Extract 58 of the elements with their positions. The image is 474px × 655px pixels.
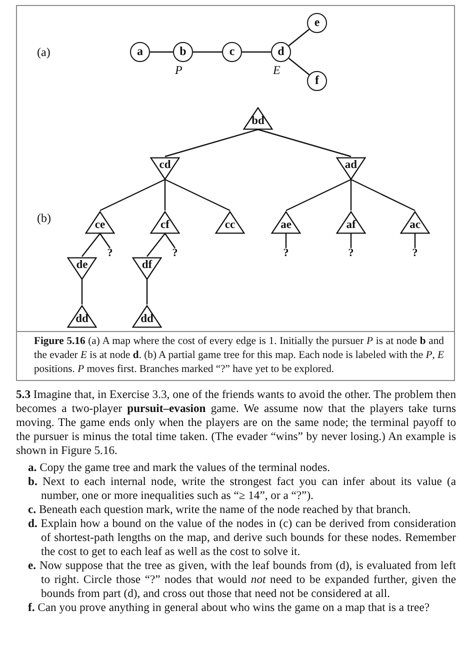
map-node: f (307, 71, 327, 91)
panel-label: (b) (37, 211, 51, 226)
max-node: af (336, 210, 366, 234)
tree-branch (164, 178, 230, 212)
position-label: P (175, 64, 182, 77)
unexplored-branch-mark: ? (347, 248, 355, 259)
max-node: bd (243, 106, 273, 130)
exercise-question: a. Copy the game tree and mark the values of the terminal nodes. (28, 461, 331, 475)
tree-branch (414, 234, 416, 248)
unexplored-branch-mark: ? (106, 248, 114, 259)
unexplored-branch-mark: ? (282, 248, 290, 259)
map-node: c (222, 42, 242, 62)
map-edge (288, 58, 310, 76)
map-node: d (271, 42, 291, 62)
max-node: cf (150, 210, 180, 234)
max-node: ce (85, 210, 115, 234)
map-node: e (307, 13, 327, 33)
exercise-question: e. Now suppose that the tree as given, with the leaf bounds from (d), is evaluated from left to right. Circle those “?” nodes that would not need to be expanded further, given the bounds from part (d), and cross out those that need not be considered at all. (28, 559, 456, 601)
exercise-paragraph: 5.3 Imagine that, in Exercise 3.3, one of the friends wants to avoid the other. The problem then becomes a two-player pursuit–evasion game. We assume now that the players take turns moving. The game ends only when the players are on the same node; the terminal payoff to the pursuer is minus the total time taken. (The evader “wins” by never losing.) An example is shown in Figure 5.16. (16, 388, 456, 458)
tree-branch (350, 234, 352, 248)
tree-branch (258, 128, 352, 158)
tree-branch (164, 233, 176, 248)
min-node: df (132, 256, 162, 280)
map-edge (150, 51, 173, 53)
map-node: a (130, 42, 150, 62)
map-edge (193, 51, 222, 53)
map-node: b (173, 42, 193, 62)
tree-branch (146, 280, 148, 304)
max-node: dd (132, 304, 162, 328)
tree-branch (350, 180, 352, 210)
map-edge (242, 51, 271, 53)
map-edge (288, 28, 310, 46)
max-node: cc (215, 210, 245, 234)
exercise-question: b. Next to each internal node, write the strongest fact you can infer about its value (a number, one or more inequalities such as “≥ 14”, or a “?”). (28, 475, 456, 503)
tree-branch (100, 178, 166, 212)
tree-branch (100, 233, 110, 248)
exercise-question: f. Can you prove anything in general about who wins the game on a map that is a tree? (28, 601, 430, 615)
max-node: ac (400, 210, 430, 234)
exercise-question: d. Explain how a bound on the value of the nodes in (c) can be derived from consideration of shortest-path lengths on the map, and derive such bounds for these nodes. Remember the cost to get to each leaf as well as the cost to solve it. (28, 517, 456, 559)
max-node: ae (271, 210, 301, 234)
tree-branch (146, 233, 166, 257)
unexplored-branch-mark: ? (171, 248, 179, 259)
exercise-question: c. Beneath each question mark, write the name of the node reached by that branch. (28, 503, 412, 517)
position-label: E (273, 64, 280, 77)
tree-branch (81, 280, 83, 304)
min-node: ad (336, 156, 366, 180)
unexplored-branch-mark: ? (411, 248, 419, 259)
tree-branch (164, 128, 258, 158)
tree-branch (164, 180, 166, 210)
min-node: de (67, 256, 97, 280)
max-node: dd (67, 304, 97, 328)
tree-branch (350, 178, 416, 212)
tree-branch (286, 178, 352, 212)
min-node: cd (150, 156, 180, 180)
panel-label: (a) (37, 45, 50, 60)
tree-branch (82, 233, 100, 257)
figure-caption: Figure 5.16 (a) A map where the cost of every edge is 1. Initially the pursuer P is at node b and the evader E is at node d. (b) A partial game tree for this map. Each node is labeled with the P, E positions. P moves first. Branches marked “?” have yet to be explored. (34, 335, 444, 377)
tree-branch (285, 234, 287, 248)
